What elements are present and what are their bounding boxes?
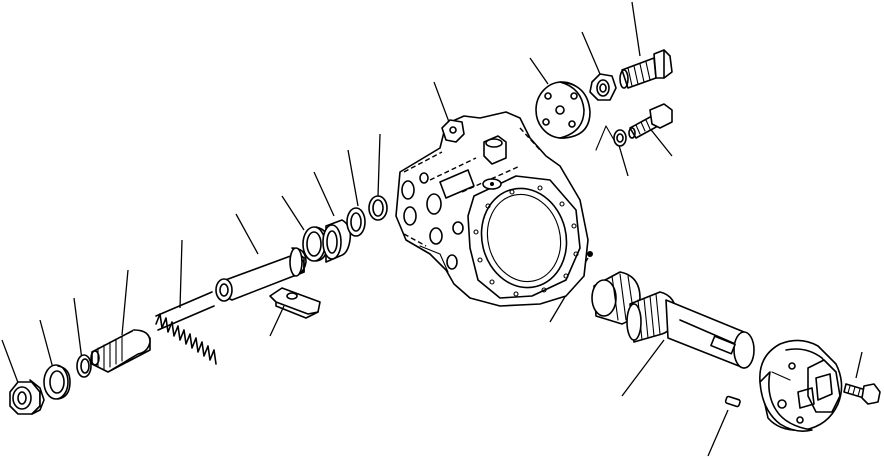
leader-nut-left — [1, 339, 21, 389]
nut-left — [9, 379, 45, 415]
pin — [587, 251, 593, 257]
shaft — [626, 291, 755, 369]
piston — [215, 247, 307, 302]
leader-spring — [179, 239, 183, 309]
leader-ring-4 — [377, 133, 381, 197]
o-ring-small — [76, 354, 92, 378]
leader-cover-plate — [529, 57, 549, 85]
leader-shaft — [621, 339, 665, 397]
spring-washer — [595, 125, 627, 151]
washer-large — [43, 364, 71, 400]
spring — [155, 291, 217, 365]
ring-4 — [368, 195, 388, 221]
ring-2 — [322, 219, 352, 263]
leader-spring-washer — [617, 141, 629, 177]
leader-washer-large — [39, 319, 55, 373]
leader-piston — [235, 213, 259, 255]
leader-stud-bolt — [647, 125, 673, 157]
hex-nut — [589, 73, 617, 101]
pump-case — [395, 111, 589, 307]
dowel-pin — [724, 395, 741, 408]
leader-hex-bolt — [631, 1, 641, 57]
leader-dowel-pin — [707, 409, 729, 457]
bearing — [591, 271, 641, 325]
leader-hex-nut — [581, 31, 601, 75]
leader-ring-2 — [313, 171, 335, 217]
end-cover — [759, 339, 843, 432]
cover-bolt — [843, 383, 881, 405]
leader-bracket — [269, 305, 285, 337]
leader-cover-bolt — [855, 351, 863, 379]
leader-o-ring-small — [73, 297, 83, 361]
leader-ring-3 — [347, 149, 359, 207]
leader-piston-plug — [121, 269, 129, 336]
bracket — [269, 287, 321, 319]
ring-3 — [346, 207, 366, 237]
piston-plug — [90, 329, 151, 373]
leader-ring-1 — [281, 195, 305, 231]
hex-bolt — [619, 49, 673, 89]
stud-bolt — [628, 103, 673, 139]
cover-plate — [535, 81, 591, 139]
